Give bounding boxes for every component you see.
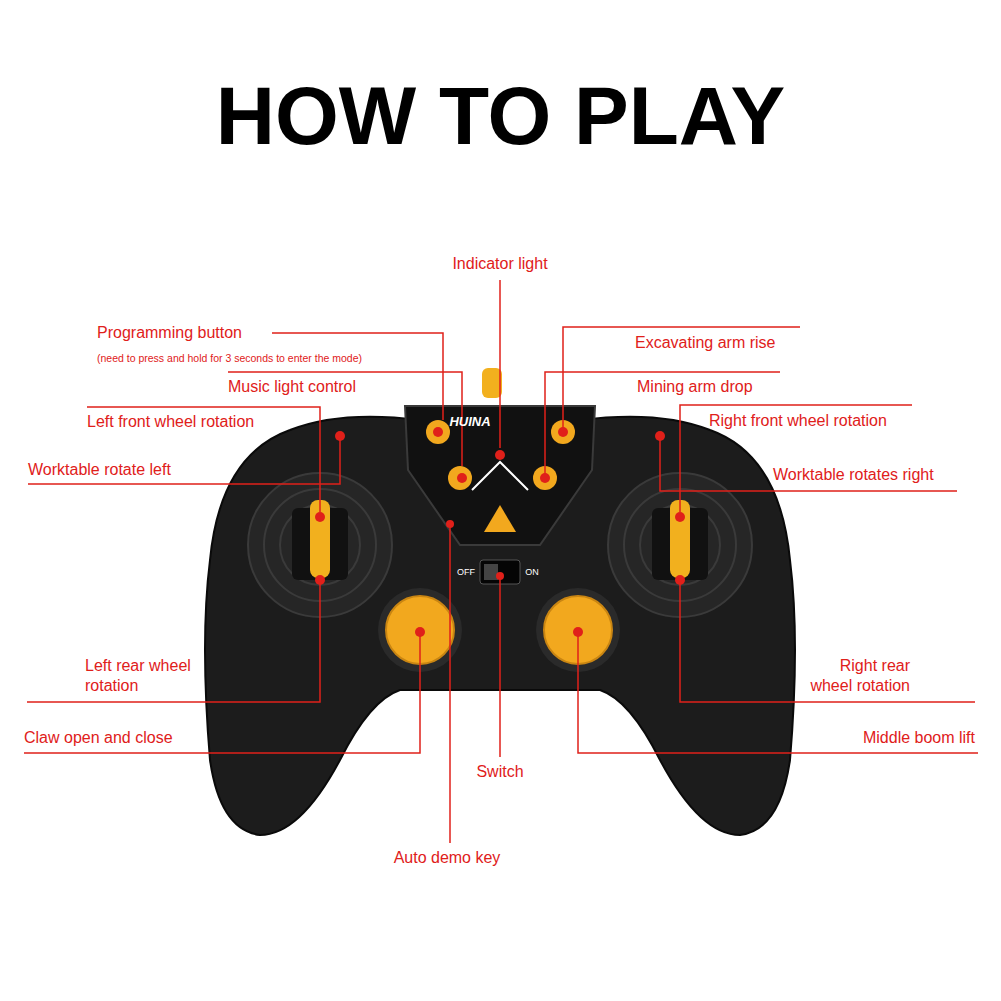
leader-dot: [415, 627, 425, 637]
leader-dot: [558, 427, 568, 437]
brand-logo: HUINA: [449, 412, 490, 432]
round-button: [426, 420, 450, 444]
leader-dot: [573, 627, 583, 637]
leader-line: [449, 524, 451, 843]
round-button: [448, 466, 472, 490]
leader-dot: [315, 512, 325, 522]
leader-dot: [675, 575, 685, 585]
callout-label: Mining arm drop: [637, 377, 753, 397]
leader-dot: [675, 512, 685, 522]
switch-mark: ON: [525, 567, 539, 578]
switch-mark: OFF: [457, 567, 475, 578]
panel-marking: [472, 462, 528, 490]
leader-lines: [24, 280, 978, 843]
callout-note: (need to press and hold for 3 seconds to…: [97, 351, 362, 365]
callout-label: Right rear wheel rotation: [794, 656, 910, 696]
callout-label: Excavating arm rise: [635, 333, 776, 353]
callout-label: Right front wheel rotation: [709, 411, 887, 431]
leader-line: [28, 440, 340, 484]
leader-line: [578, 634, 978, 753]
callout-label: Indicator light: [452, 254, 547, 274]
leader-dot: [457, 473, 467, 483]
leader-dots: [315, 427, 685, 637]
callout-label: Music light control: [228, 377, 356, 397]
leader-dot: [433, 427, 443, 437]
leader-line: [24, 634, 420, 753]
callout-label: Worktable rotate left: [28, 460, 171, 480]
leader-line: [228, 372, 462, 466]
indicator-dot: [495, 450, 505, 460]
callout-label: Claw open and close: [24, 728, 173, 748]
callout-label: Auto demo key: [394, 848, 501, 868]
leader-dot: [335, 431, 345, 441]
leader-line: [660, 440, 957, 491]
callout-label: Left rear wheel rotation: [85, 656, 210, 696]
callout-label: Switch: [476, 762, 523, 782]
leader-line: [27, 582, 320, 702]
leader-line: [680, 582, 975, 702]
callout-label: Worktable rotates right: [773, 465, 934, 485]
leader-dot: [446, 520, 454, 528]
leader-dot: [496, 572, 504, 580]
page-title: HOW TO PLAY: [0, 68, 1001, 164]
leader-dot: [655, 431, 665, 441]
leader-line: [499, 578, 501, 757]
demo-button: [484, 505, 516, 532]
leader-line: [680, 405, 912, 512]
leader-line: [87, 407, 320, 512]
callout-label: Left front wheel rotation: [87, 412, 254, 432]
switch-slider: [484, 564, 498, 580]
antenna-knob: [482, 368, 502, 398]
callout-label: Programming button: [97, 323, 242, 343]
leader-dot: [315, 575, 325, 585]
leader-line: [499, 280, 501, 448]
callout-label: Middle boom lift: [863, 728, 975, 748]
leader-dot: [540, 473, 550, 483]
